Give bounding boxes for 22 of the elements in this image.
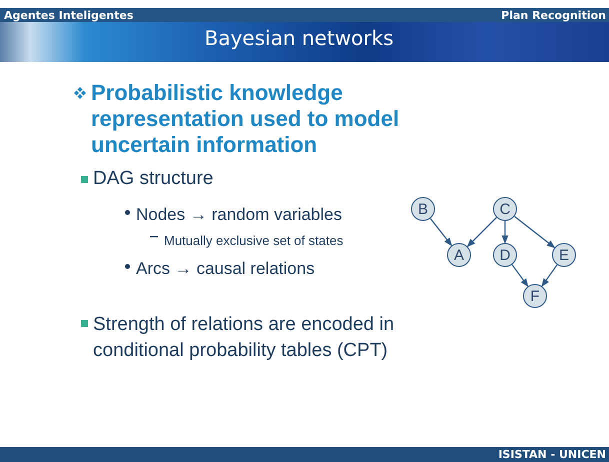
header-text: Plan Recognition (500, 9, 606, 22)
arrow (430, 218, 452, 246)
arrow (514, 216, 556, 248)
bullet-text: Arcs → causal relations (136, 259, 315, 279)
header-text: Agentes Inteligentes (4, 9, 134, 22)
variable-node: B (411, 197, 435, 221)
variable-node: E (552, 243, 576, 267)
variable-node: F (523, 284, 547, 308)
arrow (466, 217, 497, 248)
bullet-text: Nodes → random variables (136, 205, 342, 225)
slide-title: Bayesian networks (203, 26, 395, 50)
bullet-text: Mutually exclusive set of states (164, 233, 344, 248)
arrow (502, 221, 508, 244)
arrow (512, 264, 528, 287)
variable-node: A (447, 243, 471, 267)
heading-text: Probabilistic knowledge representation used to model uncertain information (91, 80, 400, 158)
bullet-text: DAG structure (93, 168, 214, 190)
variable-node: D (493, 243, 517, 267)
variable-node: C (493, 197, 517, 221)
arrow (541, 264, 558, 287)
bullet-text: Strength of relations are encoded in conditional probability tables (CPT) (93, 313, 396, 363)
footer-text: ISISTAN - UNICEN (497, 448, 606, 461)
